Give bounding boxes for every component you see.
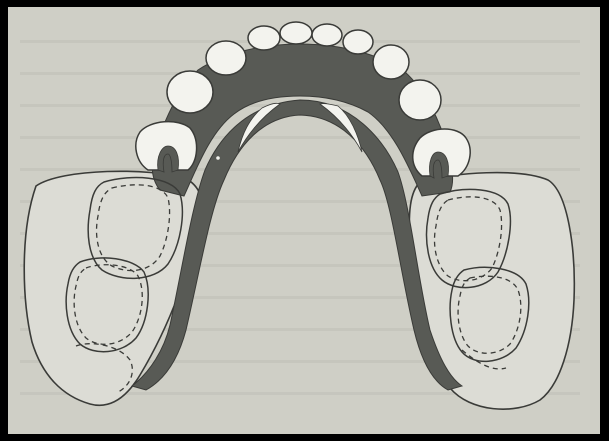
rest-seat-dot (216, 156, 220, 160)
partial-denture-illustration (8, 7, 600, 434)
tooth-central-incisor-left (280, 22, 312, 44)
paper-background (8, 7, 600, 434)
tooth-premolar-right-1 (399, 80, 441, 120)
tooth-lateral-incisor-right (343, 30, 373, 54)
left-saddle-outline (24, 171, 202, 405)
tooth-premolar-left-1 (167, 71, 213, 113)
tooth-canine-right (373, 45, 409, 79)
tooth-central-incisor-right (312, 24, 342, 46)
tooth-lateral-incisor-left (248, 26, 280, 50)
tooth-canine-left (206, 41, 246, 75)
